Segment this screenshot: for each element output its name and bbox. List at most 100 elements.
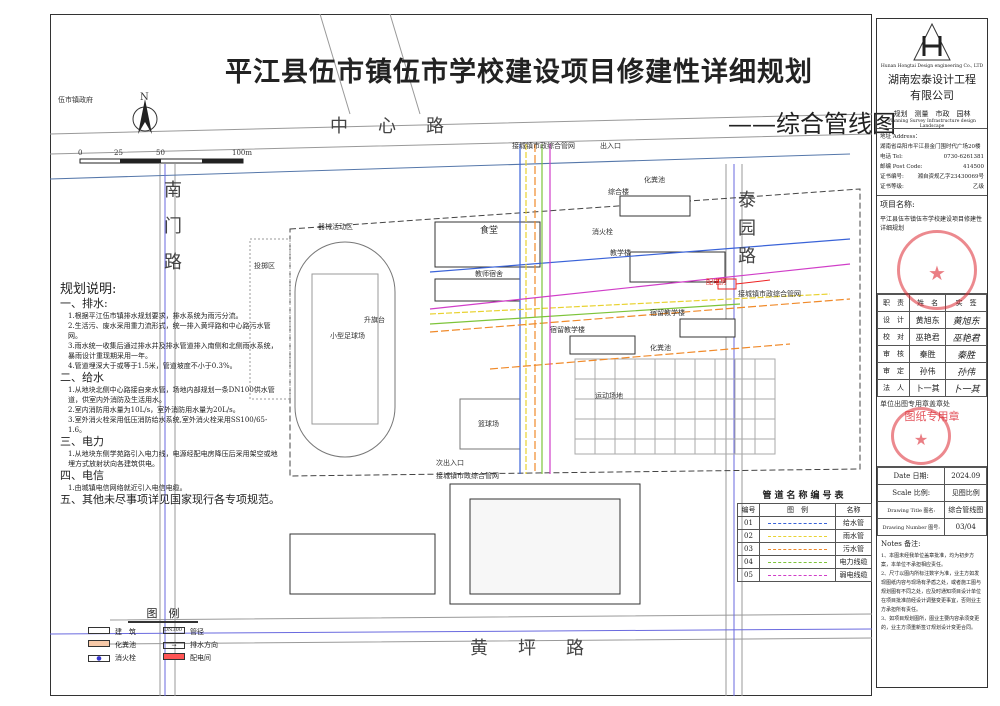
- pipe-diameter-icon: DN300: [163, 627, 185, 634]
- company-name: 湖南宏泰设计工程: [888, 73, 976, 86]
- staff-signature: 秦胜: [945, 345, 987, 363]
- scale-tick: 25: [114, 149, 123, 157]
- drawing-number-label: Drawing Number 图号:: [876, 518, 946, 536]
- grade-label: 证书等级:: [880, 184, 904, 190]
- football-field: [311, 273, 379, 425]
- staff-name: 孙伟: [908, 362, 947, 380]
- pipe-name: 污水管: [835, 542, 872, 556]
- label-sport-area: 器械活动区: [318, 223, 353, 231]
- label-power-room: 配电房: [706, 278, 727, 286]
- note-item: 3、如项目规划图所，图业主要内容承须变更的，业主方须重新签订规划设计变更合同。: [881, 616, 980, 631]
- company-logo: [913, 22, 951, 61]
- label-entrance-north: 出入口: [600, 142, 621, 150]
- planning-notes: 规划说明: 一、排水: 1.根据平江伍市镇排水规划要求，排水系统为雨污分流。 2…: [60, 282, 280, 507]
- label-septic: 化粪池: [644, 176, 665, 184]
- road-label-south: 黄坪路: [470, 638, 614, 659]
- drawing-frame: [50, 14, 872, 696]
- project-name: 平江县伍市镇伍市学校建设项目修建性详细规划: [880, 216, 983, 232]
- drawing-title-label: Drawing Title 图名:: [876, 501, 946, 519]
- road-label-east: 泰园路: [735, 190, 756, 274]
- pipe-name: 电力线缆: [835, 555, 872, 569]
- pipe-name: 给水管: [835, 516, 872, 530]
- scale: 见图比例: [944, 484, 987, 502]
- notes-section-title: 四、电信: [60, 469, 104, 482]
- drawing-number: 03/04: [944, 518, 987, 536]
- label-entrance-south: 次出入口: [436, 459, 464, 467]
- power-cable: [429, 144, 741, 474]
- label-flag: 升旗台: [364, 316, 385, 324]
- staff-role: 校 对: [877, 328, 910, 346]
- drawing-subtitle: ——综合管线图: [728, 110, 896, 138]
- note-item: 1、本图未经我单位盖章批准，均为初步方案，本单位不承担相应责任。: [881, 553, 975, 568]
- building-dorm: [434, 278, 521, 302]
- scale-bar: [79, 158, 244, 164]
- col-header: 图 例: [759, 503, 836, 517]
- note-item: 2、尺寸以图内所标注数字为准，业主方如发现图纸内容与现场有矛盾之处，或者施工图与…: [881, 571, 982, 613]
- legend-label: 消火栓: [115, 654, 136, 662]
- legend-title: 图 例: [128, 605, 198, 623]
- drawing-seal: ★: [891, 407, 951, 465]
- notes-item: 1.从地块北侧中心路接自来水管，场地内部规划一条DN100供水管道，供室内外消防…: [68, 386, 275, 404]
- col-header: 编号: [737, 503, 760, 517]
- pipe-name: 雨水管: [835, 529, 872, 543]
- legend-label: 管径: [190, 628, 204, 636]
- notes-item: 1.由城镇电信网络就近引入电信电缆。: [68, 484, 187, 492]
- pipe-no: 03: [737, 542, 760, 556]
- staff-signature: 孙伟: [945, 362, 987, 380]
- staff-row: 校 对巫艳君巫艳君: [877, 328, 987, 346]
- staff-row: 法 人卜一其卜一其: [877, 379, 987, 397]
- col-header: 名称: [835, 503, 872, 517]
- tel-label: 电话 Tel:: [880, 154, 903, 160]
- staff-signature: 巫艳君: [945, 328, 987, 346]
- pipe-line-sample: [759, 529, 836, 543]
- road-west: [159, 164, 176, 696]
- address: 湖南省岳阳市平江县金门围时代广场20楼: [880, 144, 981, 150]
- hydrant-icon: ●: [88, 655, 110, 662]
- pipe-no: 05: [737, 568, 760, 582]
- label-court: 篮球场: [478, 420, 499, 428]
- staff-name: 秦胜: [908, 345, 947, 363]
- pipe-row: 05 弱电线缆: [737, 568, 872, 582]
- telecom-cable: [429, 144, 851, 474]
- sewage-pipe: [429, 144, 851, 474]
- road-label-north: 中心路: [330, 116, 474, 137]
- staff-row: 审 核秦胜秦胜: [877, 345, 987, 363]
- pipe-line-sample: [759, 516, 836, 530]
- pipe-table-title: 管道名称编号表: [762, 491, 847, 501]
- legend-label: 化粪池: [115, 641, 136, 649]
- legend-item: 建 筑: [88, 627, 163, 637]
- cert-label: 证书编号:: [880, 174, 904, 180]
- building-teaching: [629, 251, 726, 283]
- project-label: 项目名称:: [880, 200, 915, 209]
- running-track: [294, 241, 396, 458]
- pipe-line-sample: [759, 555, 836, 569]
- company-seal: ★: [897, 230, 977, 310]
- grade: 乙级: [972, 184, 984, 190]
- pipe-line-sample: [759, 568, 836, 582]
- col-header: 职 责: [877, 294, 910, 312]
- notes-section-title: 五、其他未尽事项详见国家现行各专项规范。: [60, 493, 280, 506]
- pipe-name: 弱电线缆: [835, 568, 872, 582]
- drain-direction-arrow-icon: →: [163, 642, 185, 649]
- address-label: 地址 Address：: [880, 134, 921, 140]
- notes-item: 1.根据平江伍市镇排水规划要求，排水系统为雨污分流。: [68, 312, 243, 320]
- power-room-icon: [163, 653, 185, 660]
- notes-heading: 规划说明:: [60, 282, 117, 297]
- road-south: [109, 613, 872, 645]
- services: 规划 测量 市政 园林: [893, 110, 971, 118]
- scale-tick: 0: [78, 149, 83, 157]
- building-icon: [88, 627, 110, 634]
- pipe-no: 01: [737, 516, 760, 530]
- legend-item: →排水方向: [163, 640, 238, 650]
- label-septic: 化粪池: [650, 344, 671, 352]
- road-north: [50, 113, 872, 155]
- legend-item: 化粪池: [88, 640, 163, 650]
- label-boarding-2: 宿留教学楼: [650, 309, 685, 317]
- building-southwest: [289, 533, 436, 595]
- label-gov: 伍市镇政府: [58, 96, 93, 104]
- building-complex: [619, 195, 691, 217]
- drawing-title-value: 综合管线图: [944, 501, 987, 519]
- notes-section-title: 三、电力: [60, 435, 104, 448]
- pipe-no: 02: [737, 529, 760, 543]
- staff-row: 设 计黄旭东黄旭东: [877, 311, 987, 329]
